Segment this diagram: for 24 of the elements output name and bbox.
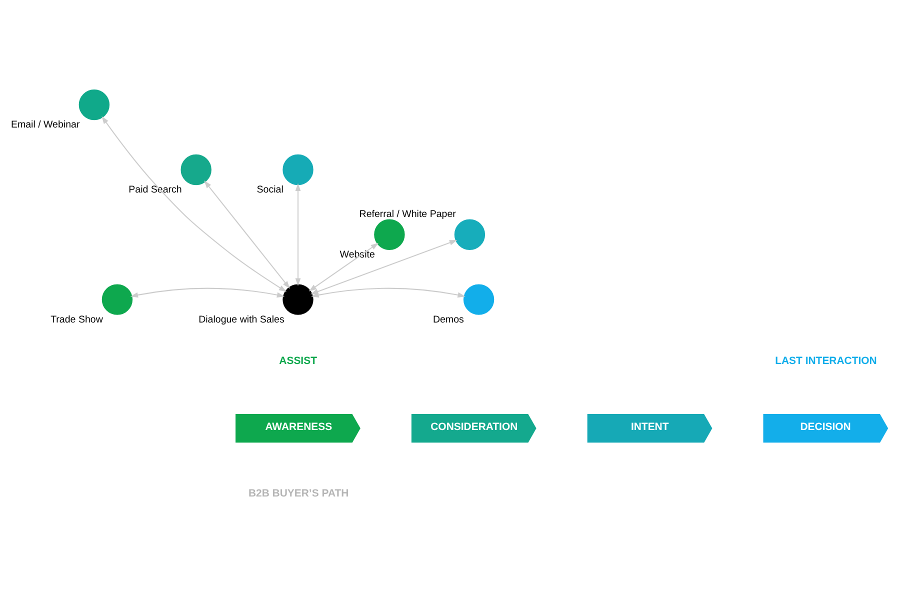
arrow	[204, 180, 290, 288]
node-label: Trade Show	[50, 314, 103, 325]
node-circle	[463, 284, 494, 314]
arrow	[295, 182, 301, 286]
node-circle	[180, 154, 212, 185]
node-label: Demos	[432, 314, 464, 325]
label: LAST INTERACTION	[775, 355, 877, 366]
node-circle	[102, 284, 133, 314]
node-circle	[454, 218, 486, 250]
arrow	[308, 242, 379, 291]
node-label: Referral / White Paper	[359, 208, 456, 220]
node-circle	[78, 88, 110, 120]
arrow	[102, 116, 287, 292]
node-circle	[282, 284, 314, 314]
arrow	[130, 287, 285, 298]
node-label: Social	[256, 184, 284, 196]
node-label: Dialogue with Sales	[198, 314, 284, 325]
label: B2B BUYER’S PATH	[248, 488, 349, 499]
node-label: Email / Webinar	[10, 119, 80, 130]
node-label: Paid Search	[128, 184, 182, 196]
node-circle	[374, 218, 405, 250]
node-label: Website	[340, 248, 375, 260]
node-circle	[282, 154, 314, 185]
label: ASSIST	[279, 355, 317, 366]
